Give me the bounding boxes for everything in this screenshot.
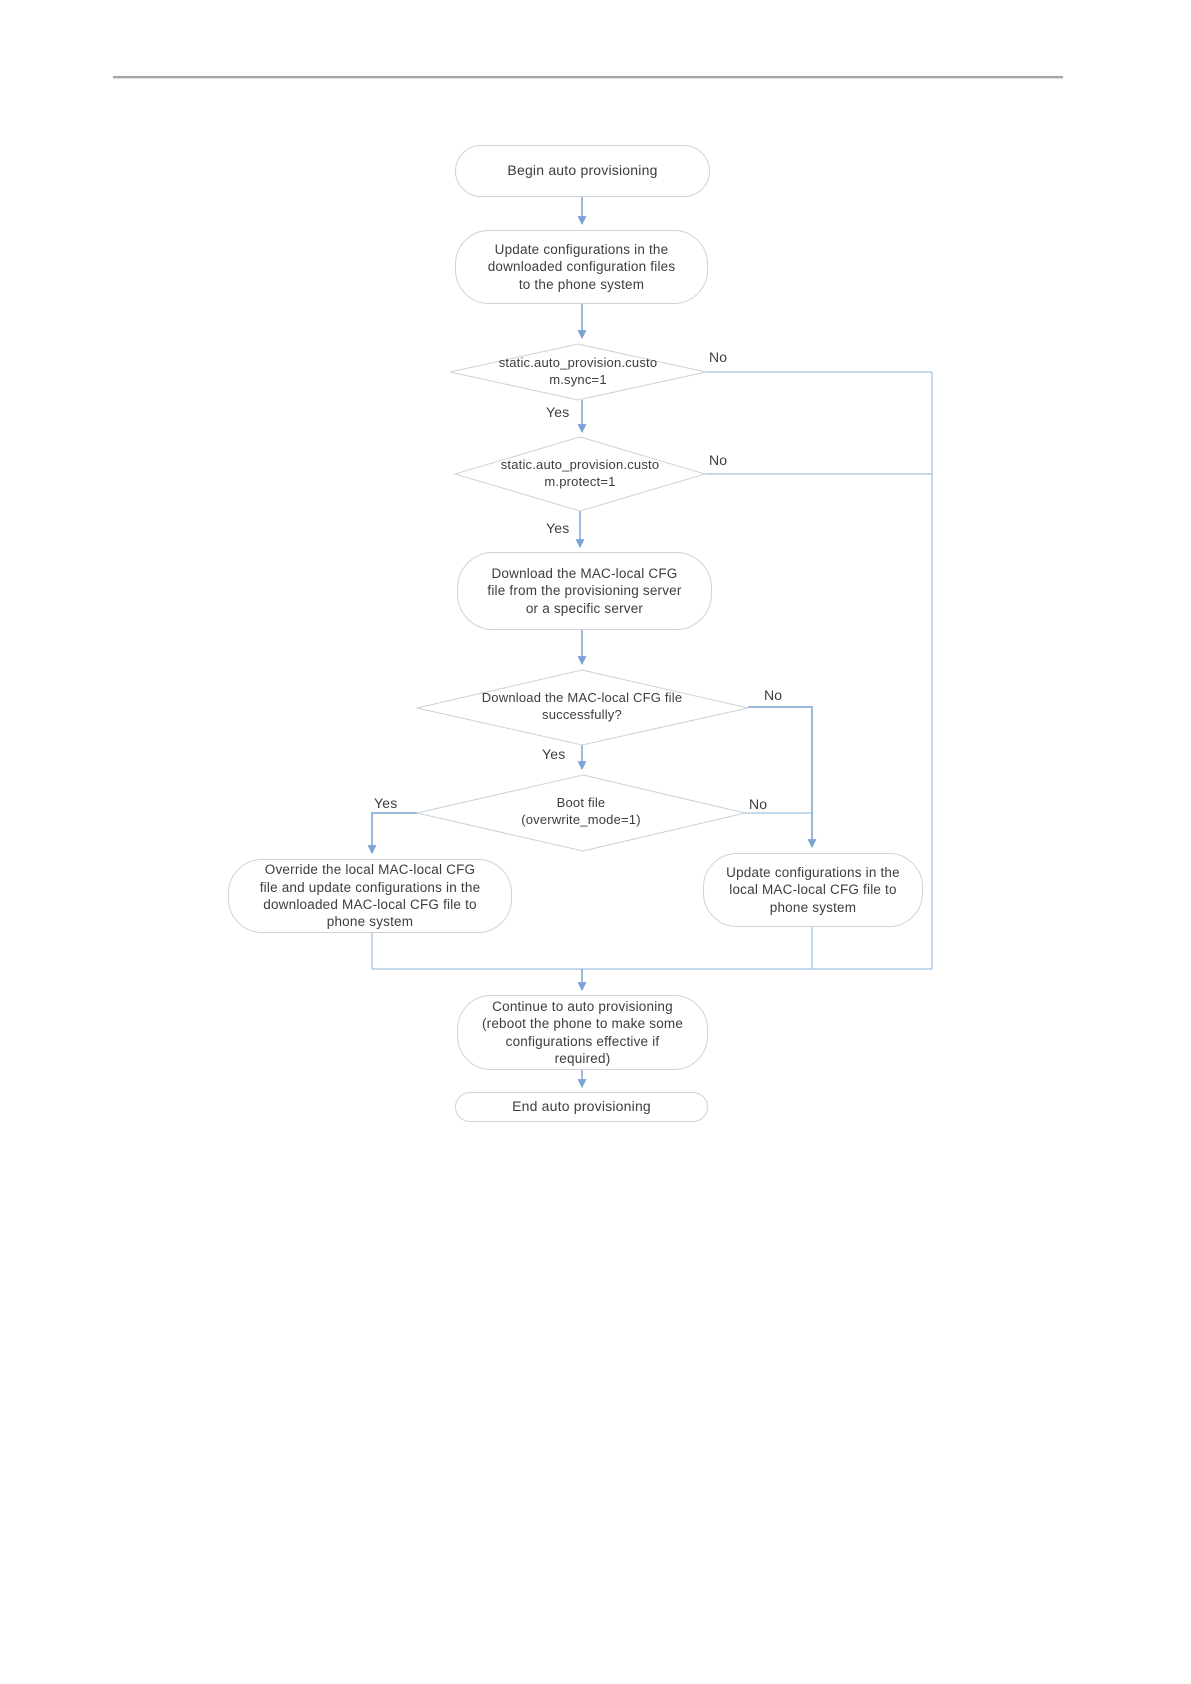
download-yes-label: Yes (542, 746, 566, 762)
sync-no-label: No (709, 349, 728, 365)
download-no-label: No (764, 687, 783, 703)
boot-yes-label: Yes (374, 795, 398, 811)
arrow-boot-yes-to-override (367, 812, 417, 855)
download-success-decision-diamond (416, 669, 749, 746)
boot-file-decision-diamond (416, 774, 746, 852)
page-divider-rule (113, 76, 1063, 78)
protect-decision-diamond (453, 436, 707, 512)
override-local-cfg-node: Override the local MAC-local CFG file an… (228, 859, 512, 933)
boot-no-label: No (749, 796, 768, 812)
begin-auto-provisioning-node: Begin auto provisioning (455, 145, 710, 197)
protect-no-label: No (709, 452, 728, 468)
sync-yes-label: Yes (546, 404, 570, 420)
continue-auto-provisioning-node: Continue to auto provisioning (reboot th… (457, 995, 708, 1070)
protect-yes-label: Yes (546, 520, 570, 536)
update-local-cfg-node: Update configurations in the local MAC-l… (703, 853, 923, 927)
arrow-success-no-to-update-local (748, 706, 817, 849)
download-mac-local-cfg-node: Download the MAC-local CFG file from the… (457, 552, 712, 630)
sync-decision-diamond (449, 343, 707, 401)
end-auto-provisioning-node: End auto provisioning (455, 1092, 708, 1122)
update-downloaded-config-node: Update configurations in the downloaded … (455, 230, 708, 304)
